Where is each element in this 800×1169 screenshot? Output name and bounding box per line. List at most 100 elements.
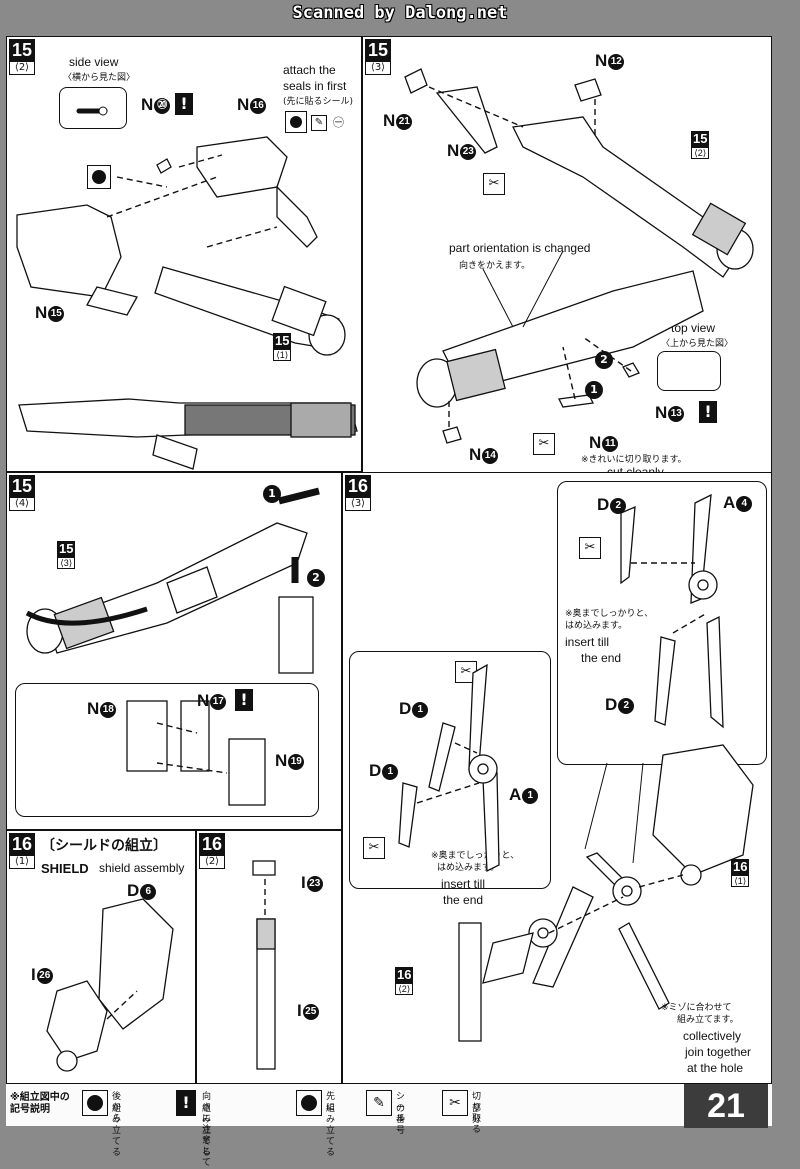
- shield-title: shield assembly: [99, 861, 185, 875]
- step-substep: ⟨3⟩: [365, 61, 392, 75]
- step-number: 16: [9, 833, 36, 855]
- side-view-part-drawing: [76, 106, 108, 116]
- assemble-first-icon: [296, 1090, 322, 1116]
- cut-part-icon: ✂: [533, 433, 555, 455]
- step-number: 15: [9, 39, 36, 61]
- step-number: 16: [345, 475, 372, 497]
- order-marker-2: 2: [307, 569, 325, 587]
- step-number: 16: [199, 833, 226, 855]
- cut-part-icon: ✂: [483, 173, 505, 195]
- insert-note-2: the end: [581, 651, 622, 665]
- shield-title-caps: SHIELD: [41, 861, 89, 876]
- bazooka-front-assembly-drawing: [404, 68, 754, 444]
- bazooka-magazine-drawing: [25, 487, 320, 806]
- top-view-label-jp: 〈上から見た図〉: [661, 339, 734, 349]
- legend-title-2: 記号説明: [10, 1104, 50, 1115]
- shield-body-drawing: [46, 898, 174, 1072]
- side-view-label: side view: [69, 55, 119, 69]
- shield-fin-assembly-drawing: [398, 493, 754, 1042]
- top-view-label: top view: [671, 321, 716, 335]
- panel-step-16-1: 16 ⟨1⟩ 〔シールドの組立〕 SHIELD shield assembly …: [6, 830, 196, 1084]
- seal-number-icon: ✎: [311, 115, 327, 131]
- panel-step-15-2: 15 ⟨2⟩ side view 〈横から見た図〉 attach the sea…: [6, 36, 362, 472]
- join-note-jp-1: ※ミゾに合わせて: [661, 1003, 732, 1013]
- caution-icon: !: [699, 401, 717, 423]
- insert-note-jp-2: はめ込みます。: [565, 621, 628, 631]
- seal-number-icon: ✎: [366, 1090, 392, 1116]
- insert-note-b-2: the end: [443, 893, 484, 907]
- order-marker-2: 2: [595, 351, 613, 369]
- step-substep: ⟨3⟩: [345, 497, 372, 511]
- step-number: 15: [365, 39, 392, 61]
- order-marker-1: 1: [585, 381, 603, 399]
- caution-icon: !: [175, 93, 193, 115]
- page-number: 21: [684, 1084, 768, 1128]
- step-badge: 16 ⟨3⟩: [345, 475, 372, 511]
- symbol-legend: ※組立図中の 記号説明 後から 組み立てる ! 向きに注意して 組み立てる 先に…: [10, 1090, 482, 1168]
- side-view-label-jp: 〈横から見た図〉: [63, 73, 136, 83]
- seal-instruction-jp: (先に貼るシール): [283, 97, 354, 107]
- shield-grip-drawing: [252, 860, 276, 1070]
- cut-part-icon: ✂: [363, 837, 385, 859]
- orientation-note-jp: 向きをかえます。: [459, 261, 531, 271]
- seal-instruction-2: seals in first: [283, 79, 347, 93]
- step-badge: 15 ⟨4⟩: [9, 475, 36, 511]
- caution-icon: !: [176, 1090, 196, 1116]
- step-substep: ⟨2⟩: [9, 61, 36, 75]
- join-note-3: at the hole: [687, 1061, 744, 1075]
- cut-note-jp: ※きれいに切り取ります。: [581, 455, 687, 465]
- step-badge: 15 ⟨2⟩: [9, 39, 36, 75]
- step-badge: 16 ⟨2⟩: [199, 833, 226, 869]
- seal-instruction-1: attach the: [283, 63, 336, 77]
- join-note-1: collectively: [683, 1029, 742, 1043]
- cut-part-icon: ✂: [579, 537, 601, 559]
- side-view-inset: [59, 87, 127, 129]
- shield-title-jp: 〔シールドの組立〕: [41, 838, 167, 854]
- order-marker-1: 1: [263, 485, 281, 503]
- insert-note-b-jp-2: はめ込みます。: [437, 863, 500, 873]
- magazine-inset: [15, 683, 319, 817]
- insert-note-1: insert till: [565, 635, 610, 649]
- insert-note-b-1: insert till: [441, 877, 486, 891]
- join-note-jp-2: 組み立てます。: [677, 1015, 739, 1025]
- ref-step-16-2: 16 ⟨2⟩: [395, 967, 414, 995]
- bazooka-rear-assembly-drawing: [16, 136, 358, 470]
- scan-credit-header: Scanned by Dalong.net: [0, 0, 800, 30]
- insert-note-b-jp-1: ※奥までしっかりと、: [431, 851, 520, 861]
- caution-icon: !: [235, 689, 253, 711]
- assemble-from-back-icon: [87, 165, 111, 189]
- step-substep: ⟨4⟩: [9, 497, 36, 511]
- ref-step-15-1: 15 ⟨1⟩: [273, 333, 292, 361]
- ref-step-15-3: 15 ⟨3⟩: [57, 541, 76, 569]
- step-substep: ⟨1⟩: [9, 855, 36, 869]
- assemble-from-back-icon: [82, 1090, 108, 1116]
- step-badge: 15 ⟨3⟩: [365, 39, 392, 75]
- ref-step-15-2: 15 ⟨2⟩: [691, 131, 710, 159]
- scan-credit-text: Scanned by Dalong.net: [292, 3, 508, 23]
- ref-step-16-1: 16 ⟨1⟩: [731, 859, 750, 887]
- fin-inset-lower: [349, 651, 551, 889]
